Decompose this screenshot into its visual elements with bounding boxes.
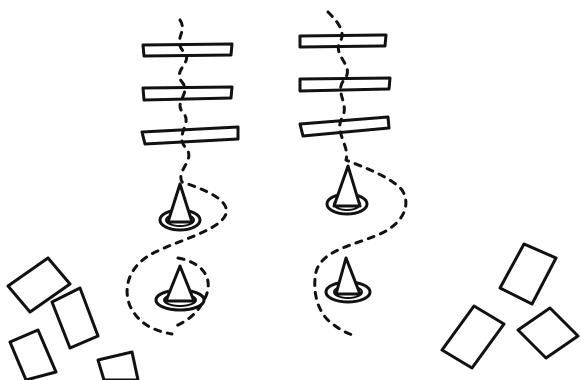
mat [518,308,578,358]
mat [442,306,504,368]
left-hurdle-3 [142,127,238,144]
mat [10,330,56,380]
mat [52,288,98,348]
right-hurdle-1 [300,35,386,47]
right-cone-1 [327,166,367,214]
right-drill-group [300,12,406,336]
right-hurdle-2 [300,78,390,91]
mat [500,244,556,304]
left-drill-group [127,20,238,334]
left-cone-2 [156,266,204,310]
mat [98,352,138,380]
right-cone-2 [326,258,370,302]
right-mats [442,244,578,368]
left-mats [8,258,138,380]
left-cone-1 [160,184,200,230]
mat [8,258,70,312]
left-hurdle-2 [143,87,232,100]
right-hurdle-3 [300,117,389,136]
left-hurdle-1 [143,44,232,56]
